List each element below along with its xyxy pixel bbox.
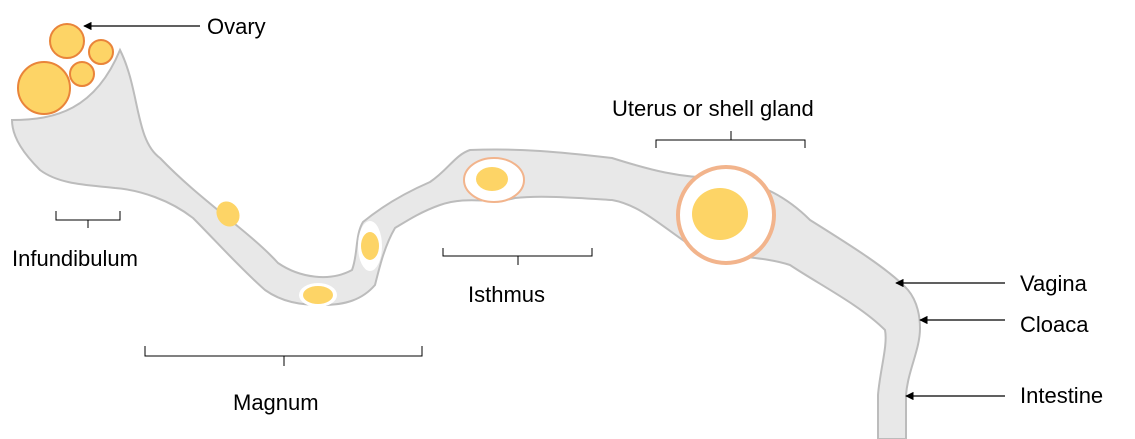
label-magnum: Magnum (233, 390, 319, 415)
ovary-follicle-small (70, 62, 94, 86)
label-ovary: Ovary (207, 14, 266, 39)
magnum-bracket (145, 346, 422, 366)
yolk-magnum-3 (303, 286, 333, 304)
yolk-uterus (692, 188, 748, 240)
infundibulum-bracket (56, 211, 120, 228)
label-infundibulum: Infundibulum (12, 246, 138, 271)
uterus-bracket (656, 131, 805, 148)
ovary-follicle-medium (50, 24, 84, 58)
label-uterus: Uterus or shell gland (612, 96, 814, 121)
label-isthmus: Isthmus (468, 282, 545, 307)
label-cloaca: Cloaca (1020, 312, 1089, 337)
ovary-follicle-small (89, 40, 113, 64)
isthmus-bracket (443, 248, 592, 265)
label-intestine: Intestine (1020, 383, 1103, 408)
ovary-follicle-large (18, 62, 70, 114)
yolk-magnum-2 (361, 232, 379, 260)
yolk-isthmus (476, 167, 508, 191)
label-vagina: Vagina (1020, 271, 1088, 296)
